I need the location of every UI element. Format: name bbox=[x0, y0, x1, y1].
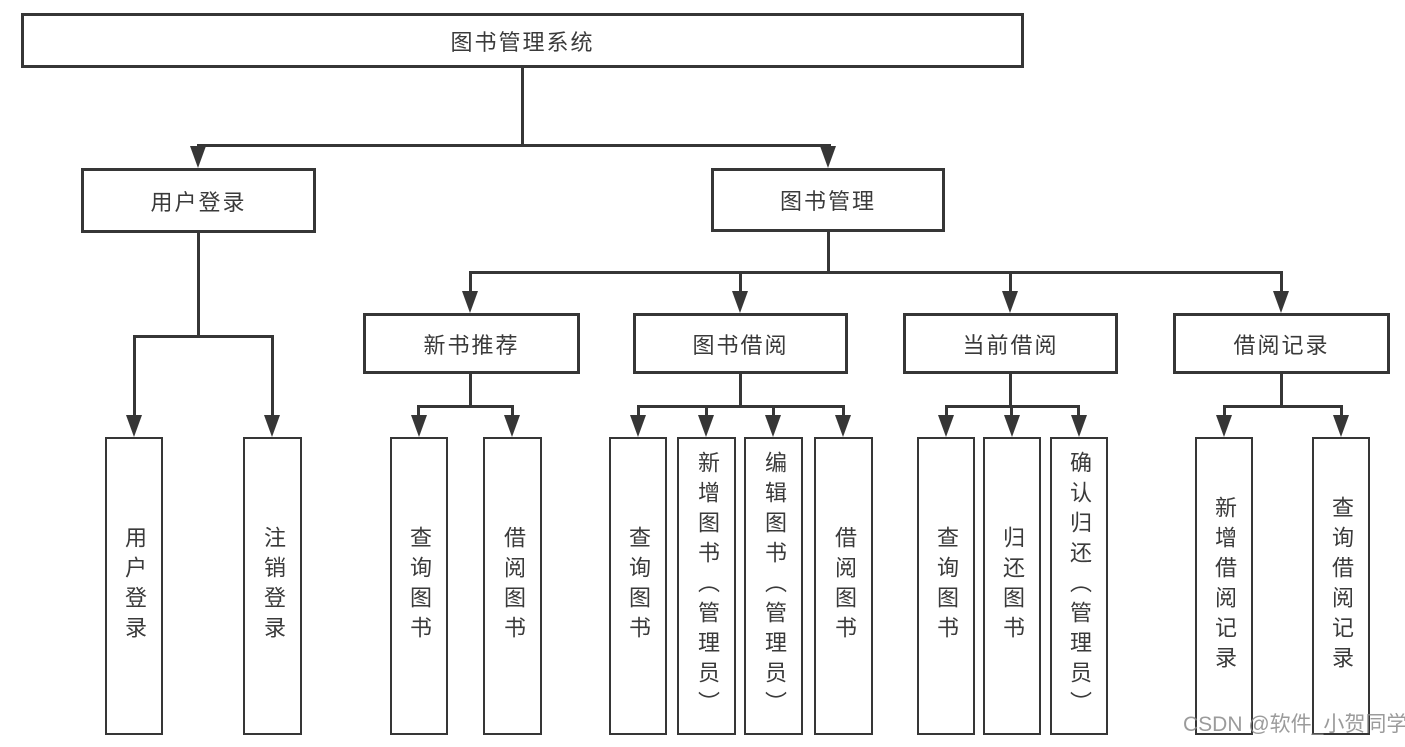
node-current-borrow: 当前借阅 bbox=[903, 313, 1118, 374]
leaf-return-book: 归还图书 bbox=[983, 437, 1041, 735]
connector-line bbox=[827, 232, 830, 274]
connector-line bbox=[1009, 374, 1012, 407]
connector-line bbox=[705, 405, 708, 418]
leaf-borrow-books-borrow: 借阅图书 bbox=[814, 437, 873, 735]
connector-line bbox=[945, 405, 948, 418]
leaf-logout: 注销登录 bbox=[243, 437, 302, 735]
connector-line bbox=[1223, 405, 1342, 408]
arrow-down-icon bbox=[1002, 291, 1018, 313]
arrow-down-icon bbox=[765, 415, 781, 437]
connector-line bbox=[1340, 405, 1343, 418]
leaf-query-books-current: 查询图书 bbox=[917, 437, 975, 735]
connector-line bbox=[1009, 271, 1012, 293]
arrow-down-icon bbox=[126, 415, 142, 437]
arrow-down-icon bbox=[630, 415, 646, 437]
arrow-down-icon bbox=[698, 415, 714, 437]
node-book-management: 图书管理 bbox=[711, 168, 945, 232]
connector-line bbox=[1010, 405, 1013, 418]
arrow-down-icon bbox=[1273, 291, 1289, 313]
leaf-add-borrow-record: 新增借阅记录 bbox=[1195, 437, 1253, 735]
arrow-down-icon bbox=[1071, 415, 1087, 437]
arrow-down-icon bbox=[938, 415, 954, 437]
leaf-query-books-recommend: 查询图书 bbox=[390, 437, 448, 735]
arrow-down-icon bbox=[504, 415, 520, 437]
node-book-borrow: 图书借阅 bbox=[633, 313, 848, 374]
leaf-user-login: 用户登录 bbox=[105, 437, 163, 735]
connector-line bbox=[133, 335, 274, 338]
arrow-down-icon bbox=[462, 291, 478, 313]
connector-line bbox=[1077, 405, 1080, 418]
connector-line bbox=[133, 335, 136, 417]
connector-line bbox=[1280, 271, 1283, 293]
watermark: CSDN @软件_小贺同学 bbox=[1183, 713, 1405, 736]
arrow-down-icon bbox=[732, 291, 748, 313]
connector-line bbox=[739, 374, 742, 407]
connector-line bbox=[417, 405, 420, 418]
connector-line bbox=[469, 271, 472, 293]
arrow-down-icon bbox=[820, 146, 836, 168]
connector-line bbox=[637, 405, 640, 418]
connector-line bbox=[1280, 374, 1283, 407]
connector-line bbox=[197, 144, 831, 147]
leaf-confirm-return-admin: 确认归还（管理员） bbox=[1050, 437, 1108, 735]
arrow-down-icon bbox=[1216, 415, 1232, 437]
connector-line bbox=[469, 271, 1282, 274]
connector-line bbox=[469, 374, 472, 407]
node-user-login: 用户登录 bbox=[81, 168, 316, 233]
leaf-borrow-books-recommend: 借阅图书 bbox=[483, 437, 542, 735]
connector-line bbox=[1223, 405, 1226, 418]
connector-line bbox=[197, 233, 200, 338]
leaf-query-books-borrow: 查询图书 bbox=[609, 437, 667, 735]
node-root: 图书管理系统 bbox=[21, 13, 1024, 68]
connector-line bbox=[271, 335, 274, 417]
connector-line bbox=[511, 405, 514, 418]
connector-line bbox=[521, 68, 524, 147]
connector-line bbox=[842, 405, 845, 418]
connector-line bbox=[637, 405, 845, 408]
connector-line bbox=[739, 271, 742, 293]
node-borrow-records: 借阅记录 bbox=[1173, 313, 1390, 374]
arrow-down-icon bbox=[1333, 415, 1349, 437]
arrow-down-icon bbox=[264, 415, 280, 437]
node-new-book-recommend: 新书推荐 bbox=[363, 313, 580, 374]
arrow-down-icon bbox=[835, 415, 851, 437]
arrow-down-icon bbox=[411, 415, 427, 437]
leaf-query-borrow-record: 查询借阅记录 bbox=[1312, 437, 1370, 735]
leaf-edit-book-admin: 编辑图书（管理员） bbox=[744, 437, 803, 735]
connector-line bbox=[772, 405, 775, 418]
arrow-down-icon bbox=[190, 146, 206, 168]
connector-line bbox=[418, 405, 514, 408]
leaf-add-book-admin: 新增图书（管理员） bbox=[677, 437, 736, 735]
arrow-down-icon bbox=[1004, 415, 1020, 437]
